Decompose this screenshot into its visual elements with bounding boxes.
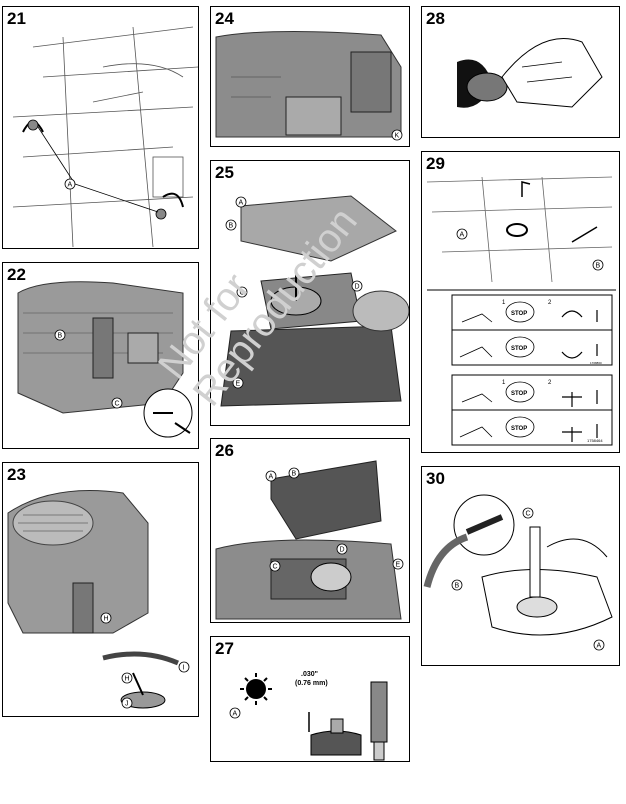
callout-label: B [229,223,234,230]
figure-22: 22 B C [2,262,199,449]
callout-label: A [269,474,274,481]
figure-30-illustration: C B A [423,494,613,651]
callout-label: A [68,182,73,189]
figure-24-illustration: K [215,30,403,141]
step-number: 2 [548,300,552,306]
gap-spec-mm: (0.76 mm) [295,680,328,687]
callout-label: C [115,401,120,408]
figure-28-illustration [457,38,603,108]
figure-26-illustration: A B C D E [215,460,404,620]
callout-label: D [355,284,360,291]
callout-label: B [58,333,63,340]
callout-label: E [236,381,241,388]
step-number: 1 [502,300,506,306]
stop-label: STOP [511,346,527,352]
figure-29: 29 A B STOP STOP STOP STOP 1 2 1 2 [421,151,620,453]
figure-number: 27 [215,639,234,658]
callout-label: J [125,701,129,708]
callout-label: D [340,547,345,554]
figure-number: 26 [215,441,234,460]
figure-21-illustration: A [12,26,198,248]
figure-21: 21 A [2,6,199,249]
callout-label: C [526,511,531,518]
figure-number: 23 [7,465,26,484]
stop-label: STOP [511,311,527,317]
callout-label: H [125,676,130,683]
figure-24: 24 K [210,6,410,147]
step-number: 1 [502,380,506,386]
callout-label: A [597,643,602,650]
panel-code: 1758464 [587,438,603,443]
callout-label: H [104,616,109,623]
stop-label: STOP [511,391,527,397]
figure-number: 24 [215,9,234,28]
figure-number: 30 [426,469,445,488]
callout-label: A [239,200,244,207]
callout-label: C [240,290,245,297]
figure-29-illustration: A B STOP STOP STOP STOP 1 2 1 2 1708860 … [426,176,616,446]
callout-label: I [183,665,185,672]
figure-number: 29 [426,154,445,173]
gap-spec-inches: .030" [301,671,318,678]
figure-number: 25 [215,163,234,182]
callout-label: B [455,583,460,590]
figure-27-illustration: A .030" (0.76 mm) [229,671,388,761]
figure-28: 28 [421,6,620,138]
callout-label: B [596,263,601,270]
stop-label: STOP [511,426,527,432]
callout-label: A [233,711,238,718]
figure-number: 21 [7,9,26,28]
callout-label: E [396,562,401,569]
figure-23: 23 H H I J [2,462,199,717]
callout-label: A [460,232,465,239]
callout-label: K [395,133,400,140]
figure-25-illustration: A B C D E [220,195,409,407]
figure-27: 27 A .030" (0.76 mm) [210,636,410,762]
callout-label: B [292,471,297,478]
figure-number: 28 [426,9,445,28]
figure-30: 30 C B A [421,466,620,666]
figure-number: 22 [7,265,26,284]
figure-26: 26 A B C D E [210,438,410,623]
figure-25: 25 A B C D E [210,160,410,426]
figure-23-illustration: H H I J [7,490,190,709]
panel-code: 1708860 [590,361,602,365]
figure-22-illustration: B C [17,281,193,438]
step-number: 2 [548,380,552,386]
callout-label: C [273,564,278,571]
